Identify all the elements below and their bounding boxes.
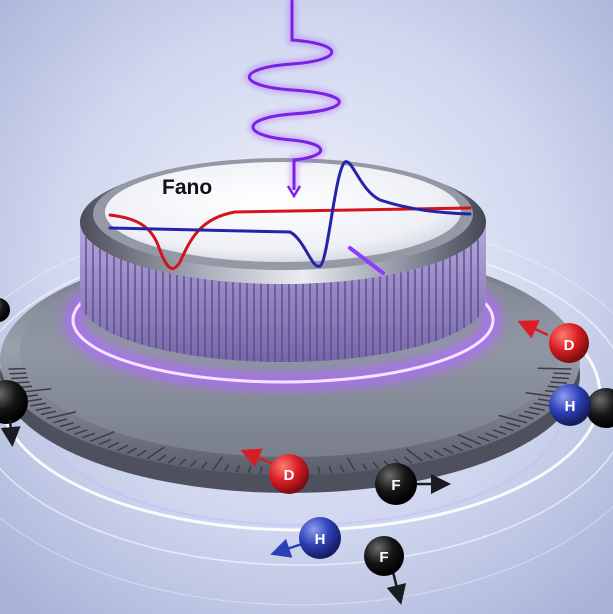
atom-d-right: D xyxy=(517,320,589,363)
scale-tick xyxy=(146,446,165,460)
scale-tick xyxy=(98,438,111,446)
scale-tick xyxy=(247,465,252,474)
dial-title: Fano xyxy=(162,176,212,199)
scale-tick xyxy=(433,449,444,457)
scale-tick xyxy=(178,458,187,466)
scale-tick xyxy=(81,432,95,439)
scale-tick xyxy=(498,414,528,424)
scale-tick xyxy=(189,459,197,468)
scale-tick xyxy=(406,448,423,462)
blue-fano-curve xyxy=(108,160,472,268)
scale-tick xyxy=(117,444,129,452)
scale-tick xyxy=(460,441,473,449)
scale-tick xyxy=(25,398,43,403)
scale-tick xyxy=(212,456,223,471)
scale-tick xyxy=(442,447,454,455)
molecules: D H D F H F xyxy=(0,298,613,605)
red-fano-curve xyxy=(108,206,472,270)
scale-tick xyxy=(167,456,177,464)
atom-f-left xyxy=(0,380,28,447)
fano-plot xyxy=(108,160,472,275)
scale-tick xyxy=(59,422,74,428)
scale-tick xyxy=(126,447,138,455)
atom-h-right: H xyxy=(549,384,613,428)
scale-tick xyxy=(372,461,379,469)
atom-h-bottom: H xyxy=(270,517,341,559)
scale-tick xyxy=(52,418,68,424)
atom-d-front: D xyxy=(240,448,309,494)
scale-tick xyxy=(201,461,208,469)
scale-tick xyxy=(423,452,434,460)
scale-tick xyxy=(553,372,571,375)
scale-tick xyxy=(224,464,230,472)
scale-tick xyxy=(550,381,567,384)
scale-tick xyxy=(339,465,345,473)
atom-f-front: F xyxy=(375,463,451,505)
scale-tick xyxy=(533,402,550,407)
scale-tick xyxy=(403,456,413,464)
scale-tick xyxy=(40,410,56,416)
scale-tick xyxy=(457,433,482,446)
atom-label: D xyxy=(564,337,575,354)
knob-body xyxy=(80,158,486,362)
scale-tick xyxy=(361,462,368,471)
scale-tick xyxy=(552,376,569,380)
atom-label: D xyxy=(284,467,295,484)
purple-marker xyxy=(348,246,385,275)
atom-label: F xyxy=(379,549,388,566)
scale-tick xyxy=(107,441,120,449)
scale-tick xyxy=(74,429,88,435)
scale-tick xyxy=(35,406,51,411)
scale-tick xyxy=(259,466,263,474)
atom-f-bottom: F xyxy=(364,536,407,605)
scale-tick xyxy=(157,454,167,462)
light-wave xyxy=(244,0,345,199)
scale-tick xyxy=(30,402,47,407)
atom-label: F xyxy=(391,477,400,494)
scale-tick xyxy=(11,376,28,380)
scale-tick xyxy=(328,465,333,474)
scale-tick xyxy=(136,449,147,457)
scale-tick xyxy=(90,430,115,442)
scale-tick xyxy=(518,414,534,420)
scale-tick xyxy=(9,372,27,375)
scale-tick xyxy=(317,466,321,474)
scale-tick xyxy=(66,425,81,432)
scale-tick xyxy=(524,410,540,416)
scale-tick xyxy=(485,432,499,439)
scale-tick xyxy=(346,457,356,472)
atom-label: H xyxy=(565,398,576,415)
scale-tick xyxy=(451,444,463,452)
atom-label: H xyxy=(315,531,326,548)
scale-tick xyxy=(492,429,506,435)
atom-left-top xyxy=(0,298,10,322)
scale-tick xyxy=(529,406,545,411)
scale-tick xyxy=(235,465,241,473)
scale-tick xyxy=(46,411,77,420)
scale-tick xyxy=(537,367,572,370)
scale-tick xyxy=(499,425,514,432)
scale-tick xyxy=(477,435,490,442)
scale-tick xyxy=(506,422,521,428)
